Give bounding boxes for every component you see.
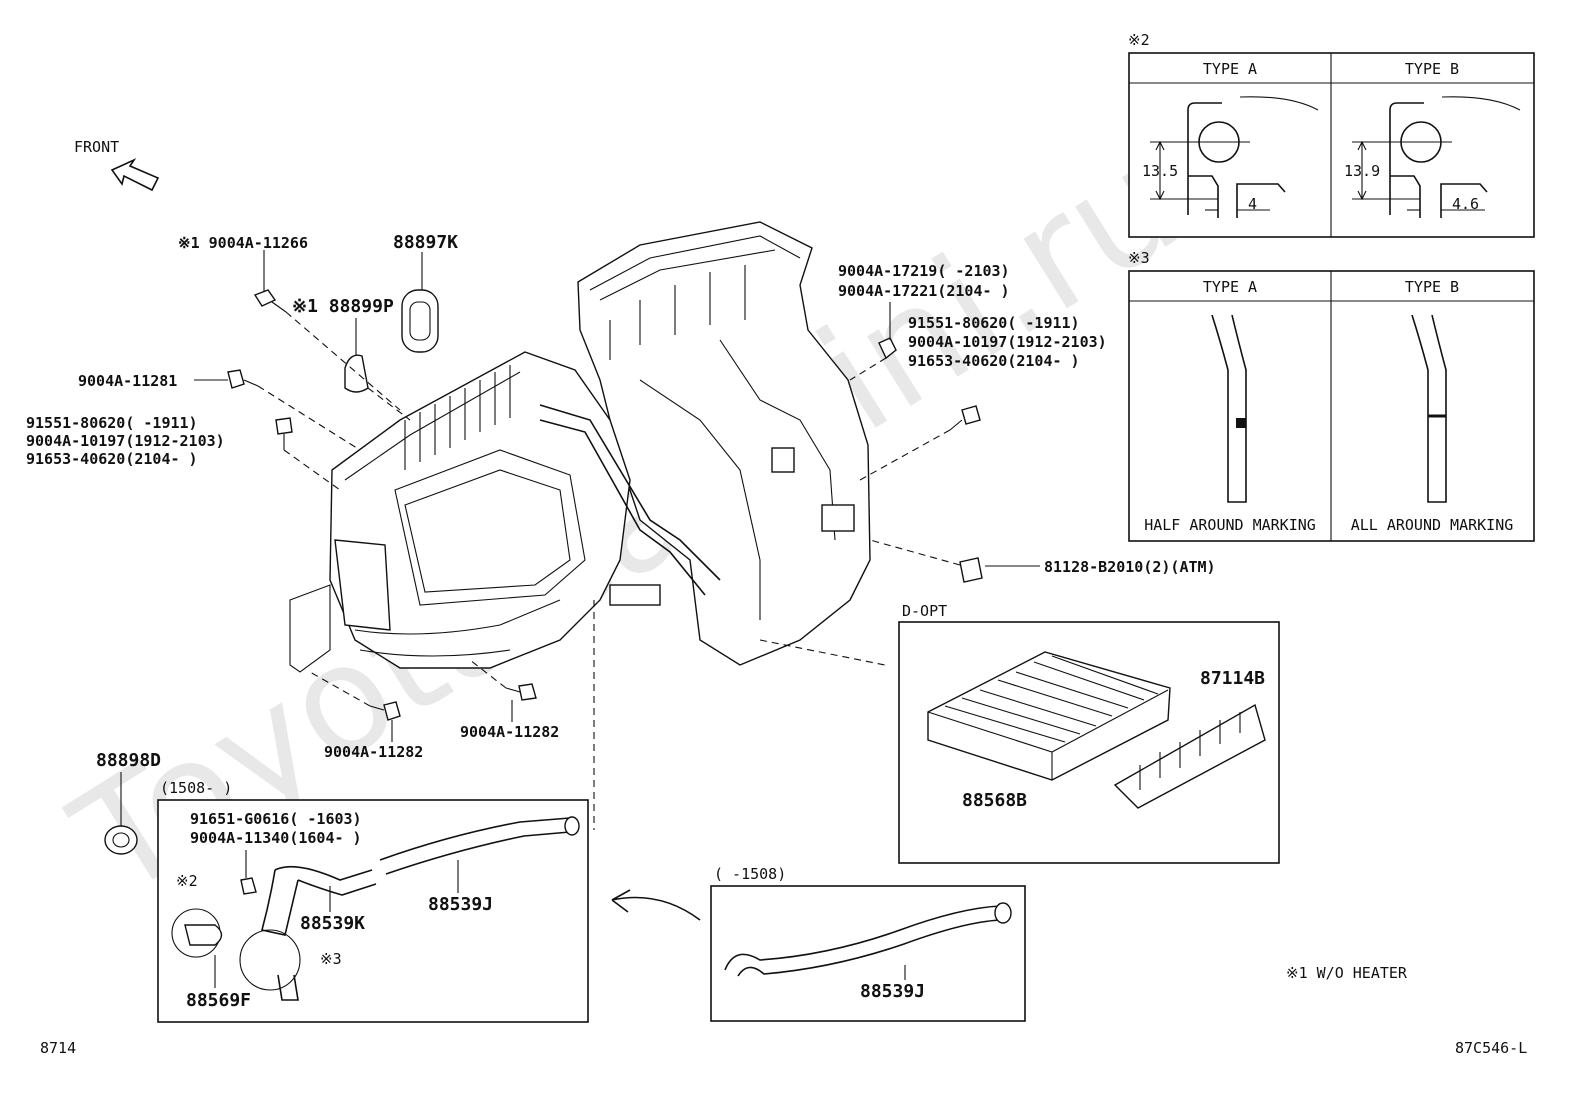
detail-2-ref: ※2 [1128,31,1150,49]
label-old-range: ( -1508) [714,865,786,883]
label-88899p: ※1 88899P [292,296,394,317]
transition-arrow-icon [611,889,701,921]
label-right-bolt-1: 91551-80620( -1911) [908,314,1080,332]
detail-3-a-caption: HALF AROUND MARKING [1144,516,1316,534]
label-right-bolt-3: 91653-40620(2104- ) [908,352,1080,370]
label-88897k: 88897K [393,232,458,253]
label-note-1: ※1 W/O HEATER [1286,964,1408,982]
label-88539j: 88539J [428,894,493,915]
detail-2-a-height: 13.5 [1142,162,1178,180]
detail-3-ref: ※3 [1128,249,1150,267]
small-parts [104,289,983,855]
label-88539j-old: 88539J [860,981,925,1002]
label-9004a-11282-a: 9004A-11282 [324,743,423,761]
label-81128: 81128-B2010(2)(ATM) [1044,558,1216,576]
detail-3-type-a: TYPE A [1203,278,1257,296]
label-hose-bolt-1: 91651-G0616( -1603) [190,810,362,828]
footer-right: 87C546-L [1455,1039,1527,1057]
label-9004a-11282-b: 9004A-11282 [460,723,559,741]
label-right-bolt-2: 9004A-10197(1912-2103) [908,333,1107,351]
label-88568b: 88568B [962,790,1027,811]
detail-2-b-width: 4.6 [1452,195,1479,213]
front-indicator: FRONT [74,138,160,192]
label-left-bolt-1: 91551-80620( -1911) [26,414,198,432]
front-label: FRONT [74,138,119,156]
d-opt-box: D-OPT [898,602,1280,864]
label-87114b: 87114B [1200,668,1265,689]
label-88569f: 88569F [186,990,251,1011]
front-arrow-icon [110,158,160,192]
detail-2-a-width: 4 [1248,195,1257,213]
hvac-unit-drawing [289,221,871,673]
part-labels: ※1 9004A-11266 88897K ※1 88899P 9004A-11… [26,232,1408,1011]
label-leaders [214,850,906,988]
label-left-bolt-2: 9004A-10197(1912-2103) [26,432,225,450]
label-1508-range: (1508- ) [160,779,232,797]
detail-3: ※3 TYPE A TYPE B HALF AROUND MARKING ALL… [1128,249,1535,542]
hose-box-old [710,885,1026,1022]
label-9004a-11281: 9004A-11281 [78,372,177,390]
label-nut-2: 9004A-17221(2104- ) [838,282,1010,300]
detail-3-type-b: TYPE B [1405,278,1459,296]
detail-2-type-b: TYPE B [1405,60,1459,78]
detail-2-b-height: 13.9 [1344,162,1380,180]
d-opt-label: D-OPT [902,602,947,620]
label-ref-3: ※3 [320,950,342,968]
detail-2: ※2 TYPE A TYPE B 13.5 4 13.9 4.6 [1128,31,1535,238]
label-9004a-11266: ※1 9004A-11266 [178,234,308,252]
detail-3-b-caption: ALL AROUND MARKING [1351,516,1514,534]
footer-left: 8714 [40,1039,76,1057]
detail-2-type-a: TYPE A [1203,60,1257,78]
label-88898d: 88898D [96,750,161,771]
label-hose-bolt-2: 9004A-11340(1604- ) [190,829,362,847]
label-ref-2: ※2 [176,872,198,890]
label-nut-1: 9004A-17219( -2103) [838,262,1010,280]
label-left-bolt-3: 91653-40620(2104- ) [26,450,198,468]
hose-box-new [157,799,589,1023]
label-88539k: 88539K [300,913,365,934]
